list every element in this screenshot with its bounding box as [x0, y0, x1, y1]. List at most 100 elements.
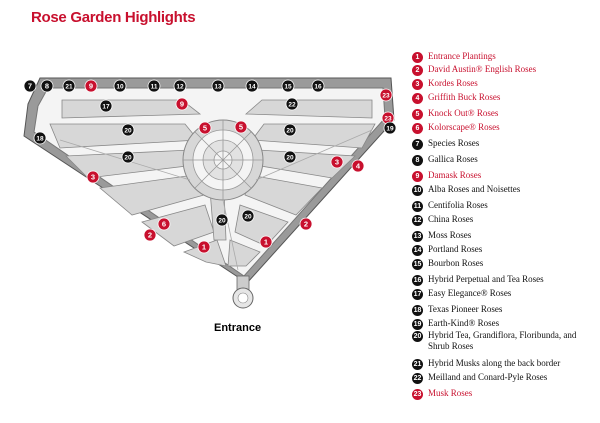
- map-marker: 3: [330, 155, 344, 169]
- legend-label: Griffith Buck Roses: [428, 92, 501, 102]
- map-title: Rose Garden Highlights: [31, 9, 196, 26]
- map-marker-number: 14: [248, 84, 256, 91]
- map-marker-number: 9: [89, 82, 93, 91]
- map-marker-number: 1: [202, 243, 206, 252]
- map-marker-number: 8: [45, 82, 49, 91]
- legend-number-badge: 9: [412, 171, 423, 182]
- map-marker-number: 5: [203, 124, 207, 133]
- legend-number-badge: 17: [412, 289, 423, 300]
- map-marker-number: 15: [284, 84, 292, 91]
- map-marker: 20: [241, 209, 255, 223]
- map-marker: 2: [299, 217, 313, 231]
- map-marker: 4: [351, 159, 365, 173]
- map-marker-number: 21: [65, 84, 73, 91]
- map-marker-number: 16: [314, 84, 322, 91]
- legend-label: Moss Roses: [428, 230, 472, 240]
- legend-label: Knock Out® Roses: [428, 108, 499, 118]
- legend-label: Gallica Roses: [428, 154, 478, 164]
- legend-number-badge: 20: [412, 331, 423, 342]
- map-marker-number: 2: [304, 220, 308, 229]
- map-marker-number: 20: [218, 218, 226, 225]
- map-marker: 6: [157, 217, 171, 231]
- map-marker: 22: [285, 97, 299, 111]
- map-marker: 20: [215, 213, 229, 227]
- legend-label: Meilland and Conard-Pyle Roses: [428, 372, 548, 382]
- map-marker-number: 1: [264, 238, 268, 247]
- legend-number-badge: 6: [412, 123, 423, 134]
- legend-label: Kolorscape® Roses: [428, 122, 500, 132]
- map-marker-number: 23: [384, 116, 392, 123]
- map-marker: 8: [40, 79, 54, 93]
- map-marker: 21: [62, 79, 76, 93]
- legend-item: 1 Entrance Plantings: [412, 51, 496, 63]
- map-marker: 5: [198, 121, 212, 135]
- legend-number-badge: 8: [412, 155, 423, 166]
- map-marker: 9: [175, 97, 189, 111]
- map-marker: 20: [283, 123, 297, 137]
- entrance-gate: [232, 275, 254, 309]
- map-marker: 20: [121, 123, 135, 137]
- legend-label: Musk Roses: [428, 388, 473, 398]
- map-marker: 10: [113, 79, 127, 93]
- legend-number-badge: 11: [412, 201, 423, 212]
- map-marker-number: 6: [162, 220, 166, 229]
- legend-number-badge: 18: [412, 305, 423, 316]
- map-marker: 19: [383, 121, 397, 135]
- map-marker-number: 5: [239, 123, 243, 132]
- legend-number-badge: 15: [412, 259, 423, 270]
- legend-label: Hybrid Perpetual and Tea Roses: [428, 274, 544, 284]
- legend-item: 9 Damask Roses: [412, 170, 481, 182]
- legend-number-badge: 10: [412, 185, 423, 196]
- map-marker: 1: [259, 235, 273, 249]
- legend-number-badge: 7: [412, 139, 423, 150]
- entrance-label: Entrance: [214, 322, 262, 334]
- map-marker: 23: [379, 88, 393, 102]
- legend-number-badge: 3: [412, 79, 423, 90]
- legend-label: Entrance Plantings: [428, 51, 496, 61]
- legend-label: Alba Roses and Noisettes: [428, 184, 521, 194]
- map-marker: 13: [211, 79, 225, 93]
- legend-item: 8 Gallica Roses: [412, 154, 478, 166]
- map-marker-number: 18: [36, 136, 44, 143]
- map-marker: 12: [173, 79, 187, 93]
- map-marker-number: 10: [116, 84, 124, 91]
- map-marker-number: 9: [180, 100, 184, 109]
- map-marker-number: 20: [244, 214, 252, 221]
- map-marker-number: 2: [148, 231, 152, 240]
- map-marker: 17: [99, 99, 113, 113]
- map-marker: 14: [245, 79, 259, 93]
- map-marker-number: 22: [288, 102, 296, 109]
- map-marker: 16: [311, 79, 325, 93]
- legend-number-badge: 23: [412, 389, 423, 400]
- legend-number-badge: 1: [412, 52, 423, 63]
- map-marker-number: 20: [124, 155, 132, 162]
- map-marker-number: 19: [386, 126, 394, 133]
- legend-item: 10 Alba Roses and Noisettes: [412, 184, 520, 196]
- legend-label: Bourbon Roses: [428, 258, 484, 268]
- map-marker-number: 3: [91, 173, 95, 182]
- legend-number-badge: 12: [412, 215, 423, 226]
- legend-label: Species Roses: [428, 138, 480, 148]
- map-marker-number: 20: [286, 155, 294, 162]
- legend-item: 6 Kolorscape® Roses: [412, 122, 500, 134]
- map-marker: 1: [197, 240, 211, 254]
- legend-item: 15 Bourbon Roses: [412, 258, 483, 270]
- legend-number-badge: 21: [412, 359, 423, 370]
- map-marker-number: 17: [102, 104, 110, 111]
- map-marker-number: 12: [176, 84, 184, 91]
- legend-label: Hybrid Tea, Grandiflora, Floribunda, and…: [428, 330, 577, 351]
- legend-label: Earth-Kind® Roses: [428, 318, 500, 328]
- legend-label: Damask Roses: [428, 170, 482, 180]
- central-circle: [182, 119, 264, 201]
- legend-label: Portland Roses: [428, 244, 483, 254]
- legend-item: 23 Musk Roses: [412, 388, 472, 400]
- legend-label: Hybrid Musks along the back border: [428, 358, 561, 368]
